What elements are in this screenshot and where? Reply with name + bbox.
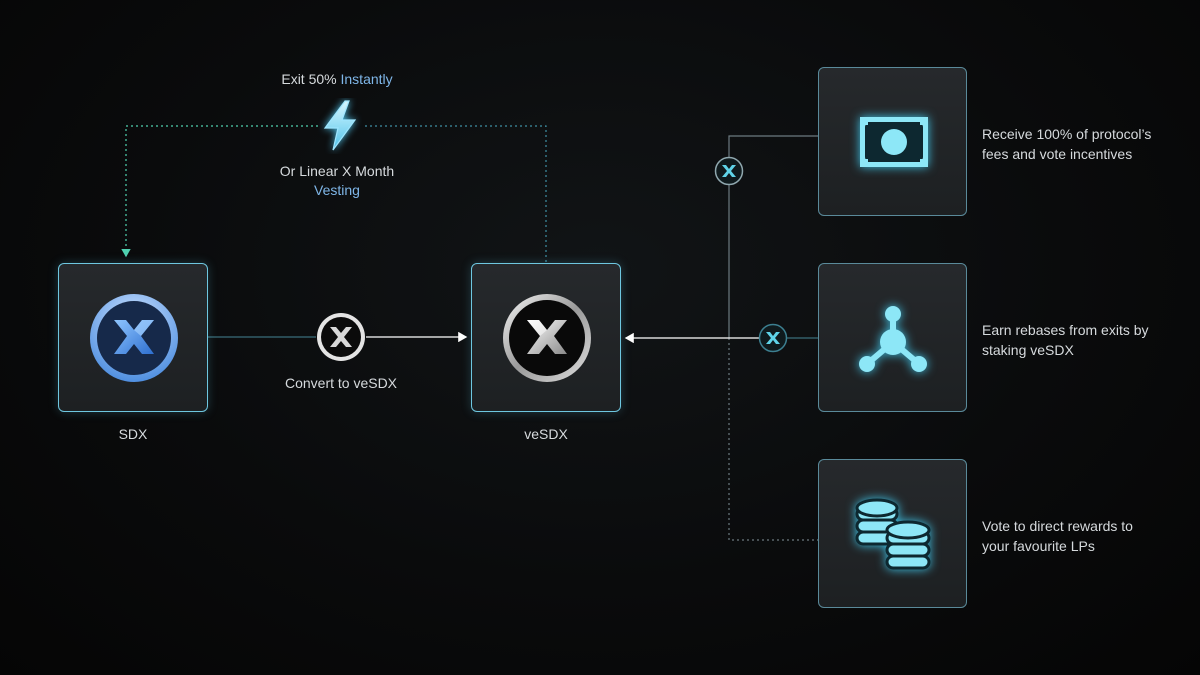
exit-vesting-label: Or Linear X Month: [279, 163, 395, 179]
vesdx-label: veSDX: [524, 426, 568, 442]
exit-vesting-accent: Vesting: [314, 182, 360, 198]
sdx-token-icon: [88, 292, 180, 384]
benefit-node-fees: [818, 67, 967, 216]
benefit-trunk-top: [728, 135, 818, 158]
benefit-desc-rebases: Earn rebases from exits by staking veSDX: [982, 322, 1149, 358]
coin-stack-icon: [855, 498, 931, 570]
convert-label: Convert to veSDX: [284, 375, 398, 391]
benefit-node-vote: [818, 459, 967, 608]
sdx-label: SDX: [118, 426, 148, 442]
benefit-desc-vote: Vote to direct rewards to your favourite…: [982, 518, 1133, 554]
junction-token-icon: [758, 323, 788, 353]
junction-token-icon: [714, 156, 744, 186]
benefit-trunk-dotted: [728, 338, 818, 541]
network-nodes-icon: [857, 304, 929, 376]
exit-instant-label: Exit 50% Instantly: [281, 71, 393, 87]
sdx-node: [58, 263, 208, 412]
vesdx-token-icon: [501, 292, 593, 384]
sdx-small-token-icon: [316, 312, 366, 362]
lightning-bolt-icon: [318, 98, 362, 154]
benefit-node-rebases: [818, 263, 967, 412]
exit-dotted-path-left: [121, 125, 318, 258]
vesdx-node: [471, 263, 621, 412]
exit-dotted-path: [362, 125, 547, 262]
banknote-icon: [859, 116, 929, 168]
benefit-desc-fees: Receive 100% of protocol’s fees and vote…: [982, 126, 1152, 162]
